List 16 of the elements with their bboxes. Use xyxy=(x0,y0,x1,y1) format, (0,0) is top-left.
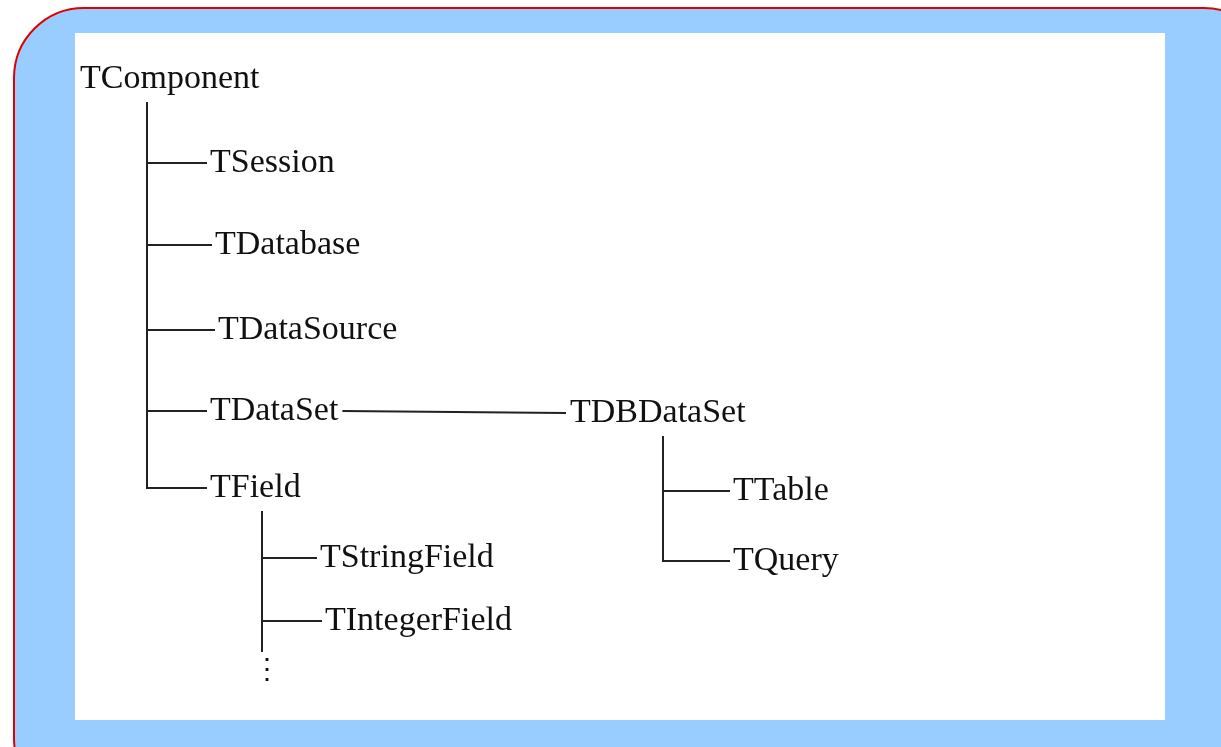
tree-connector xyxy=(146,101,208,489)
tree-connector xyxy=(261,510,323,622)
tree-connector xyxy=(341,410,567,414)
class-name: TDataSet xyxy=(210,390,339,428)
class-name: TIntegerField xyxy=(325,600,512,638)
class-name: TDBDataSet xyxy=(570,392,746,430)
class-name: TQuery xyxy=(733,540,839,578)
tree-connector xyxy=(662,435,731,562)
class-name: TDatabase xyxy=(215,224,361,262)
class-name: TDataSource xyxy=(218,309,398,347)
class-name: TStringField xyxy=(320,537,494,575)
class-name: TSession xyxy=(210,142,335,180)
class-name: TTable xyxy=(733,470,829,508)
class-name: TField xyxy=(210,467,301,505)
class-name: TComponent xyxy=(80,58,260,96)
continuation-dots: ⋮ xyxy=(253,652,281,686)
